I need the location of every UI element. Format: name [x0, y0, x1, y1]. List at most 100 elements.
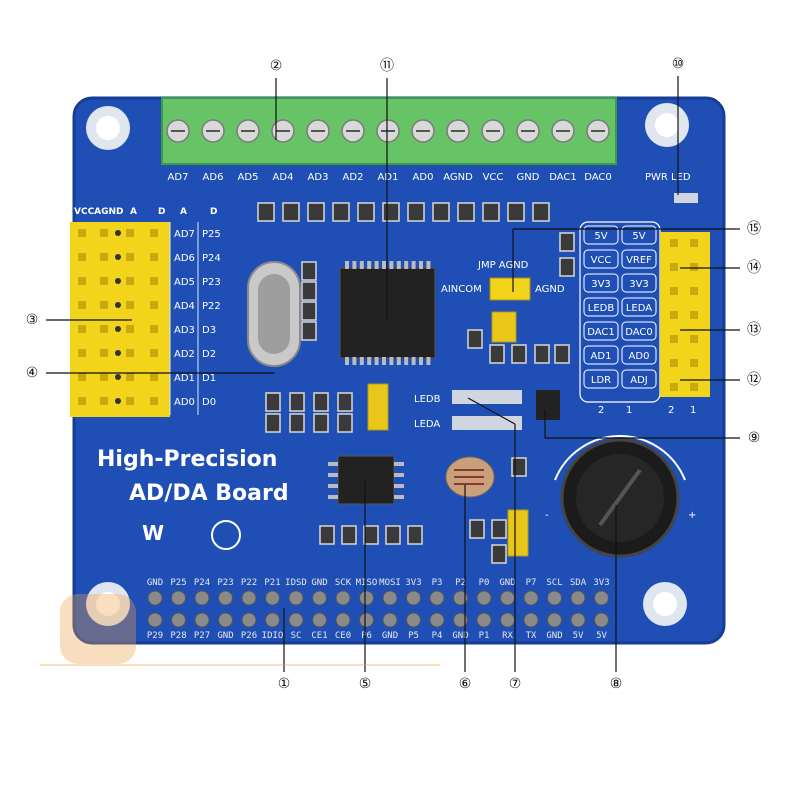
jumper-row-right-label: DAC0 — [625, 327, 653, 338]
terminal-screw — [306, 119, 330, 143]
left-header-d-label: P22 — [202, 301, 221, 312]
terminal-screw — [341, 119, 365, 143]
terminal-label: DAC0 — [584, 172, 612, 183]
mascot-logo-icon — [211, 520, 241, 550]
gpio-top-label: P22 — [241, 578, 257, 588]
gpio-bottom-label: P29 — [147, 631, 163, 641]
smd-component — [337, 413, 353, 433]
right-jumper-header — [660, 232, 710, 397]
gpio-top-label: P21 — [264, 578, 280, 588]
smd-component — [313, 392, 329, 412]
gpio-top-label: P25 — [170, 578, 186, 588]
smd-component — [307, 202, 325, 222]
smd-component — [559, 232, 575, 252]
tantalum-capacitor — [491, 311, 517, 343]
smd-component — [341, 525, 357, 545]
smd-component — [469, 519, 485, 539]
terminal-label: AD3 — [308, 172, 329, 183]
left-header-d-label: D2 — [202, 349, 216, 360]
terminal-label: GND — [517, 172, 540, 183]
gpio-bottom-label: SC — [291, 631, 302, 641]
jumper-row-left-label: 5V — [594, 231, 607, 242]
terminal-label: AD2 — [343, 172, 364, 183]
smd-component — [301, 301, 317, 321]
left-header-a-label: AD0 — [174, 397, 195, 408]
gpio-bottom-label: P5 — [408, 631, 419, 641]
gpio-top-label: P23 — [217, 578, 233, 588]
terminal-screw — [271, 119, 295, 143]
terminal-screw — [166, 119, 190, 143]
callout-5: ⑤ — [359, 676, 372, 692]
jumper-row-left-label: LDR — [591, 375, 611, 386]
tantalum-capacitor — [507, 509, 529, 557]
terminal-screw — [481, 119, 505, 143]
mounting-hole — [86, 106, 130, 150]
svg-text:+: + — [688, 510, 696, 521]
smd-component — [489, 344, 505, 364]
smd-component — [363, 525, 379, 545]
crystal-oscillator — [247, 261, 301, 367]
terminal-screw — [446, 119, 470, 143]
smd-component — [532, 202, 550, 222]
left-header-a-label: AD1 — [174, 373, 195, 384]
gpio-bottom-label: 5V — [596, 631, 607, 641]
smd-component — [482, 202, 500, 222]
terminal-screw — [551, 119, 575, 143]
left-header-d-label: D0 — [202, 397, 216, 408]
tantalum-capacitor — [367, 383, 389, 431]
terminal-label: AD7 — [168, 172, 189, 183]
gpio-bottom-label: P26 — [241, 631, 257, 641]
terminal-screw — [236, 119, 260, 143]
left-header-a-label: AD4 — [174, 301, 195, 312]
jumper-row-left-label: VCC — [591, 255, 612, 266]
terminal-label: AD5 — [238, 172, 259, 183]
callout-9: ⑨ — [748, 430, 761, 446]
gpio-bottom-label: IDIO — [262, 631, 284, 641]
gpio-top-label: GND — [147, 578, 163, 588]
terminal-label: AD6 — [203, 172, 224, 183]
jumper-row-left-label: AD1 — [591, 351, 612, 362]
left-header-top-label: D — [158, 207, 165, 217]
left-header-d-label: D1 — [202, 373, 216, 384]
left-header-d-label: D3 — [202, 325, 216, 336]
mounting-hole — [645, 103, 689, 147]
gpio-bottom-label: 5V — [573, 631, 584, 641]
gpio-top-label: MISO — [356, 578, 378, 588]
gpio-top-label: P2 — [455, 578, 466, 588]
gpio-bottom-label: P1 — [479, 631, 490, 641]
left-header-d-label: P25 — [202, 229, 221, 240]
gpio-top-label: SCK — [335, 578, 352, 588]
leda-label: LEDA — [414, 419, 440, 430]
smd-component — [511, 344, 527, 364]
jumper-row-right-label: AD0 — [629, 351, 650, 362]
agnd-label: AGND — [535, 284, 565, 295]
callout-1: ① — [278, 676, 291, 692]
gpio-top-label: P7 — [526, 578, 537, 588]
left-header-d-label: P24 — [202, 253, 221, 264]
smd-component — [457, 202, 475, 222]
left-header-top-label: VCCAGND — [74, 207, 124, 217]
jumper-row-right-label: VREF — [626, 255, 652, 266]
jumper-row-right-label: 3V3 — [629, 279, 649, 290]
ledb-label: LEDB — [414, 394, 441, 405]
terminal-label: AD1 — [378, 172, 399, 183]
smd-component — [467, 329, 483, 349]
column-number: 1 — [626, 405, 632, 416]
terminal-label: VCC — [483, 172, 504, 183]
board-title-line2: AD/DA Board — [129, 481, 289, 506]
gpio-bottom-label: GND — [382, 631, 398, 641]
gpio-bottom-label: CE1 — [311, 631, 327, 641]
smd-component — [301, 321, 317, 341]
smd-component — [313, 413, 329, 433]
smd-component — [301, 281, 317, 301]
smd-component — [559, 257, 575, 277]
callout-15: ⑮ — [747, 221, 761, 237]
smd-component — [319, 525, 335, 545]
jumper-row-left-label: 3V3 — [591, 279, 611, 290]
pwr-led — [674, 193, 698, 203]
left-header-d-label: P23 — [202, 277, 221, 288]
gpio-header — [147, 590, 609, 628]
gpio-top-label: 3V3 — [405, 578, 421, 588]
smd-component — [491, 544, 507, 564]
